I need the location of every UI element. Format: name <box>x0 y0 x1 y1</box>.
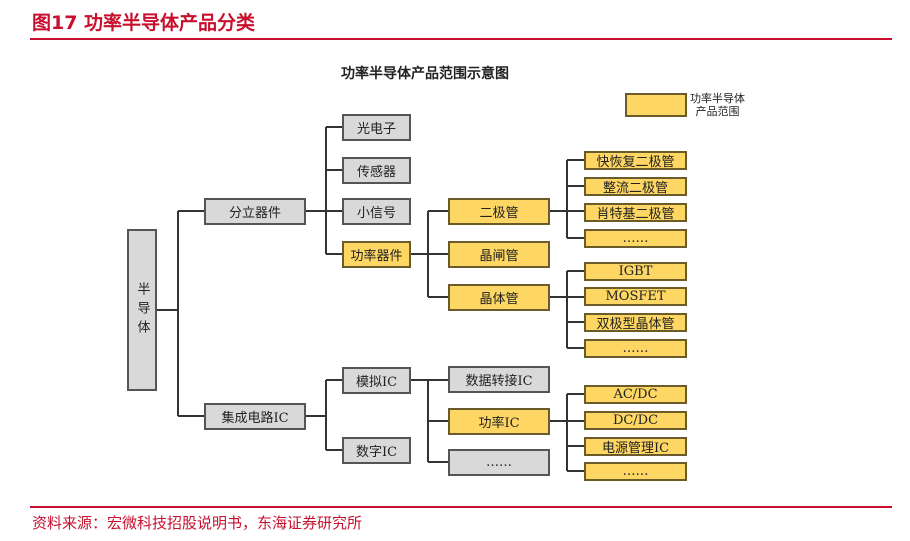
node-igbt: IGBT <box>584 262 687 281</box>
diagram-title: 功率半导体产品范围示意图 <box>341 66 509 82</box>
figure-title: 图17 功率半导体产品分类 <box>32 12 256 34</box>
node-thyristor: 晶闸管 <box>448 241 550 268</box>
source-note: 资料来源：宏微科技招股说明书，东海证券研究所 <box>32 514 363 532</box>
legend-swatch <box>625 93 687 117</box>
node-semiconductor: 半导体 <box>127 229 157 391</box>
footer-divider <box>30 506 892 508</box>
node-opto: 光电子 <box>342 114 411 141</box>
node-more-diode: …… <box>584 229 687 248</box>
node-more-ic: …… <box>448 449 550 476</box>
node-sensor: 传感器 <box>342 157 411 184</box>
node-rectifier-diode: 整流二极管 <box>584 177 687 196</box>
node-data-ic: 数据转接IC <box>448 366 550 393</box>
node-fast-recovery-diode: 快恢复二极管 <box>584 151 687 170</box>
node-dc-dc: DC/DC <box>584 411 687 430</box>
legend-label: 功率半导体产品范围 <box>690 92 745 118</box>
node-analog-ic: 模拟IC <box>342 367 411 394</box>
node-transistor: 晶体管 <box>448 284 550 311</box>
node-discrete: 分立器件 <box>204 198 306 225</box>
node-diode: 二极管 <box>448 198 550 225</box>
node-pmic: 电源管理IC <box>584 437 687 456</box>
node-bjt: 双极型晶体管 <box>584 313 687 332</box>
node-ac-dc: AC/DC <box>584 385 687 404</box>
node-digital-ic: 数字IC <box>342 437 411 464</box>
node-ic: 集成电路IC <box>204 403 306 430</box>
node-power-ic: 功率IC <box>448 408 550 435</box>
node-power-device: 功率器件 <box>342 241 411 268</box>
node-schottky-diode: 肖特基二极管 <box>584 203 687 222</box>
node-small-signal: 小信号 <box>342 198 411 225</box>
node-more-power-ic: …… <box>584 462 687 481</box>
header-divider <box>30 38 892 40</box>
node-more-transistor: …… <box>584 339 687 358</box>
node-mosfet: MOSFET <box>584 287 687 306</box>
